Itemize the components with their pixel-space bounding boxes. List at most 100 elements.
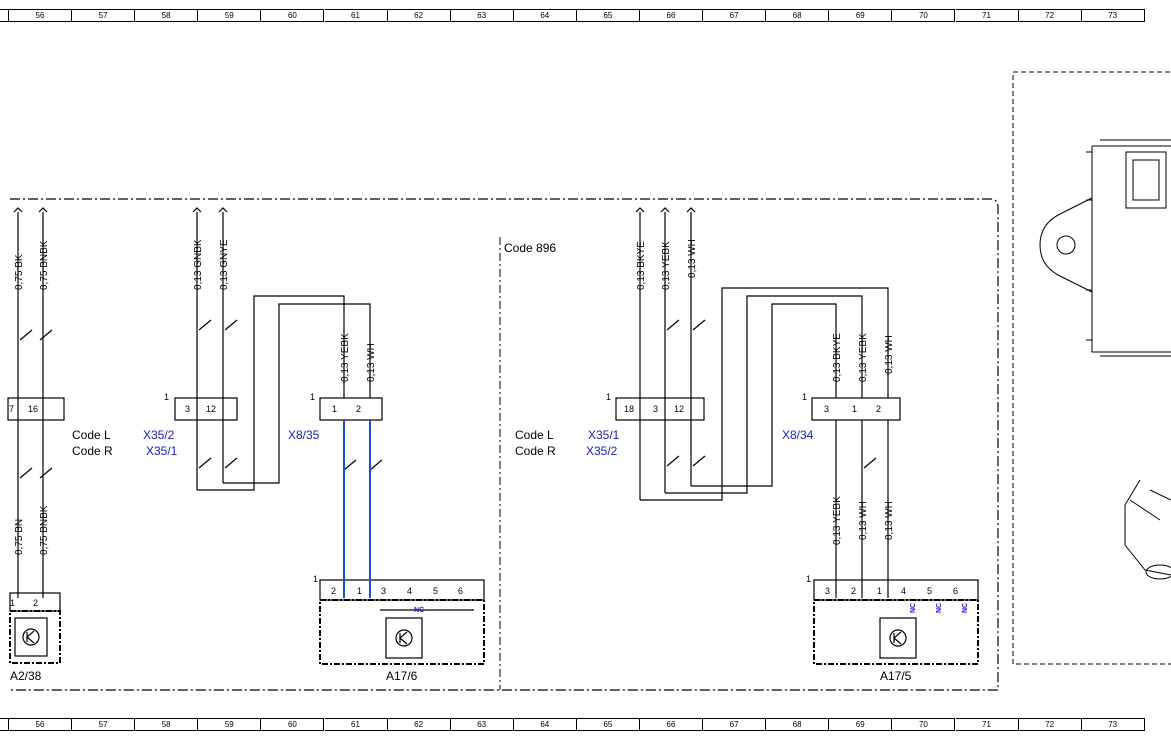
pin-3: 3 (185, 404, 190, 414)
ruler-cell: 67 (703, 718, 767, 731)
wire-label-bnbk-2: 0,75 BNBK (39, 505, 50, 555)
code-r-right: Code R (515, 444, 556, 458)
a2-38-group (7, 207, 65, 664)
ruler-cell: 64 (513, 9, 577, 22)
ruler-cell: 62 (387, 718, 451, 731)
ruler-cell: 68 (766, 9, 830, 22)
ruler-cell: 69 (829, 9, 893, 22)
wire-label-bkye: 0,13 BKYE (636, 241, 647, 290)
pin-4-a17: 4 (407, 586, 412, 596)
ruler-cell: 63 (450, 9, 514, 22)
wire-label-bkye-2: 0,13 BKYE (832, 333, 843, 382)
wire-label-yebk-r2: 0,13 YEBK (858, 333, 869, 382)
component-a2-38: A2/38 (10, 669, 42, 683)
harness-frame (10, 198, 999, 691)
wire-label-bnbk: 0,75 BNBK (39, 240, 50, 290)
pin-1-x8-rb: 1 (852, 404, 857, 414)
control-unit-frame (1012, 71, 1171, 665)
pin-6-a17: 6 (458, 586, 463, 596)
nc-label-4: NC (910, 603, 917, 613)
pin-3-x8-r: 3 (824, 404, 829, 414)
wire-label-gnye: 0,13 GNYE (219, 239, 230, 290)
pin-2: 2 (33, 598, 38, 608)
code-896-label: Code 896 (504, 241, 556, 255)
pin-6-a17-5: 6 (953, 586, 958, 596)
pin-1: 1 (10, 598, 15, 608)
pin-7: 7 (9, 404, 14, 414)
wire-label-wh-l: 0,13 WH (366, 343, 377, 382)
ruler-cell: 56 (9, 9, 72, 22)
component-a17-6: A17/6 (386, 669, 418, 683)
wire-label-yebk-r: 0,13 YEBK (661, 241, 672, 290)
ruler-cell: 63 (450, 718, 514, 731)
ruler-cell: 59 (198, 9, 262, 22)
pin-12-r: 12 (674, 404, 684, 414)
pin-2-a17: 2 (331, 586, 336, 596)
pin-5-a17: 5 (433, 586, 438, 596)
ruler-cell: 71 (955, 718, 1019, 731)
nc-label-5: NC (936, 603, 943, 613)
connector-x35-1-r: X35/1 (588, 428, 620, 442)
right-wiring (615, 207, 979, 665)
ruler-cell: 61 (324, 9, 388, 22)
ruler-cell: 58 (135, 9, 199, 22)
nc-label-6: NC (962, 603, 969, 613)
ruler-cell: 66 (640, 718, 703, 731)
control-unit-illustration (1039, 139, 1171, 580)
ruler-cell: 69 (829, 718, 893, 731)
ruler-cell: 70 (892, 718, 956, 731)
ruler-cell: 61 (324, 718, 388, 731)
wire-label-bn: 0,75 BN (14, 519, 25, 555)
ruler-cell: 65 (576, 9, 640, 22)
ruler-cell: 62 (387, 9, 451, 22)
connector-x8-35: X8/35 (288, 428, 320, 442)
ruler-cell: 72 (1018, 9, 1082, 22)
ruler-cell: 68 (766, 718, 830, 731)
pin-18: 18 (624, 404, 634, 414)
connector-x35-2-r: X35/2 (586, 444, 618, 458)
pin-1-a17-5: 1 (806, 574, 811, 584)
code-l-left: Code L (72, 428, 111, 442)
code-l-right: Code L (515, 428, 554, 442)
component-a17-5: A17/5 (880, 669, 912, 683)
ruler-cell: 73 (1081, 718, 1145, 731)
pin-1-a17b: 1 (357, 586, 362, 596)
pin-12: 12 (206, 404, 216, 414)
ruler-cell: 65 (576, 718, 640, 731)
pin-3-a17-5: 3 (825, 586, 830, 596)
code-r-left: Code R (72, 444, 113, 458)
ruler-cell: 57 (72, 9, 136, 22)
pin-5-a17-5: 5 (927, 586, 932, 596)
nc-label-left: NC (414, 607, 424, 614)
ruler-cell: 67 (703, 9, 767, 22)
wire-label-wh-r3: 0,13 WH (858, 501, 869, 540)
wire-label-gnbk: 0,13 GNBK (193, 239, 204, 290)
pin-16: 16 (28, 404, 38, 414)
pin-1-x35: 1 (164, 392, 169, 402)
pin-2-b: 2 (356, 404, 361, 414)
pin-1-x8-r: 1 (802, 392, 807, 402)
ruler-cell: 72 (1018, 718, 1082, 731)
pin-1-a17: 1 (313, 574, 318, 584)
ruler-cell: 56 (9, 718, 72, 731)
connector-x8-34: X8/34 (782, 428, 814, 442)
ruler-cell: 60 (261, 9, 325, 22)
wire-label-wh-r2: 0,13 WH (884, 335, 895, 374)
pin-1-x8: 1 (310, 392, 315, 402)
connector-x35-1: X35/1 (146, 444, 178, 458)
wire-label-wh-r: 0,13 WH (687, 239, 698, 278)
ruler-cell: 57 (72, 718, 136, 731)
ruler-cell: 71 (955, 9, 1019, 22)
pin-2-a17-5: 2 (851, 586, 856, 596)
pin-1-x35-r: 1 (606, 392, 611, 402)
ruler-cell: 59 (198, 718, 262, 731)
left-wiring (174, 207, 485, 665)
pin-3-a17: 3 (381, 586, 386, 596)
ruler-cell: 73 (1081, 9, 1145, 22)
ruler-cell: 70 (892, 9, 956, 22)
connector-x35-2: X35/2 (143, 428, 175, 442)
pin-1-a17-5b: 1 (877, 586, 882, 596)
